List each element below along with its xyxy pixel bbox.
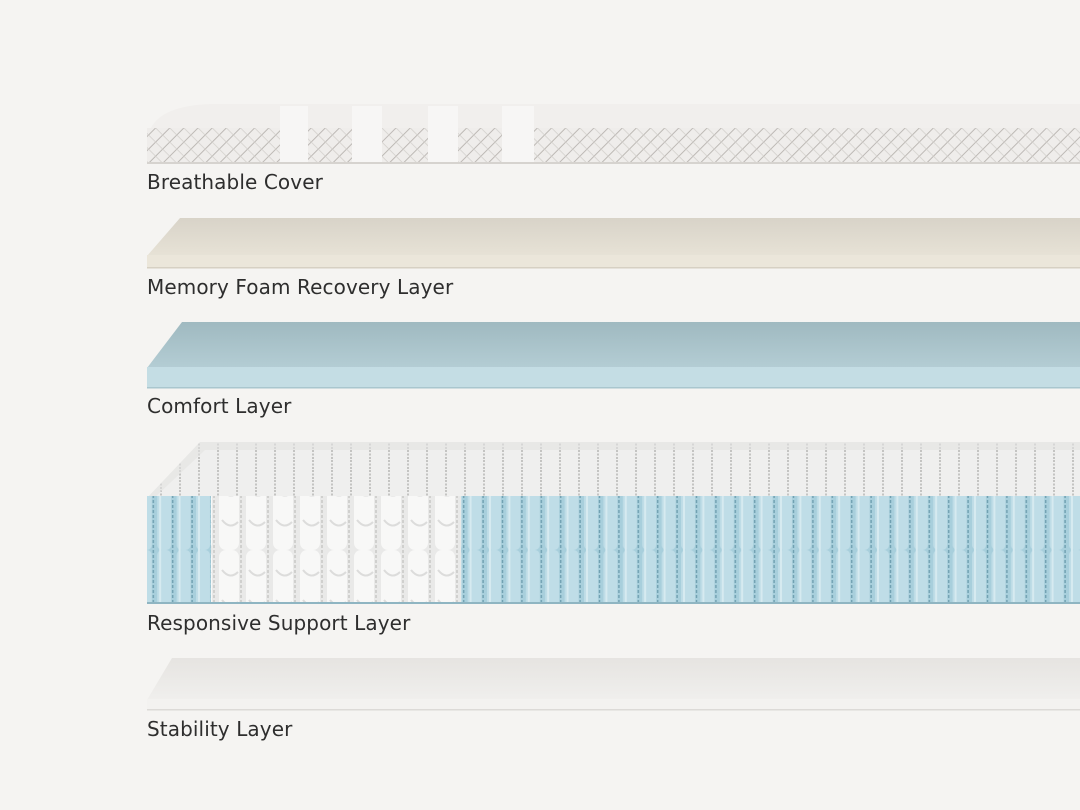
comfort-layer-label: Comfort Layer	[147, 394, 292, 418]
responsive-support-label: Responsive Support Layer	[147, 611, 411, 635]
breathable-cover-label: Breathable Cover	[147, 170, 323, 194]
memory-foam-layer	[147, 218, 1080, 269]
stability-layer-label: Stability Layer	[147, 717, 293, 741]
breathable-cover-layer	[147, 104, 1080, 164]
comfort-layer	[147, 322, 1080, 389]
stability-layer	[147, 658, 1080, 711]
responsive-support-layer	[147, 442, 1080, 604]
memory-foam-label: Memory Foam Recovery Layer	[147, 275, 454, 299]
